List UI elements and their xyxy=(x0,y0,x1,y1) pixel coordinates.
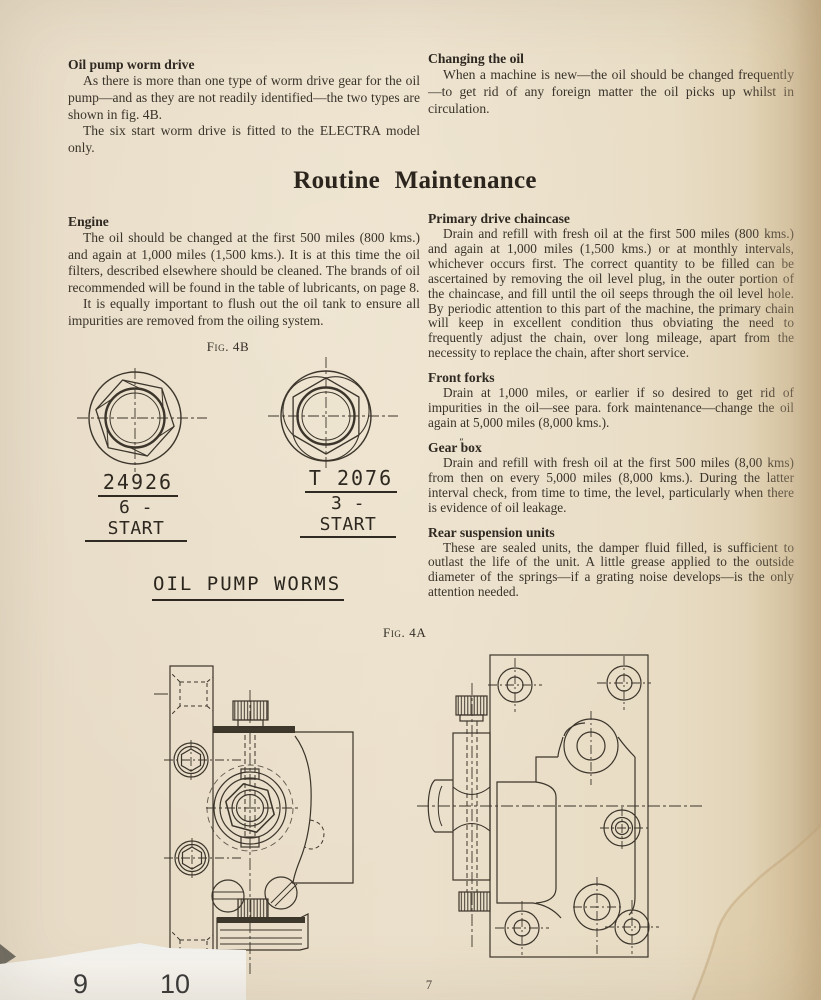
fig4a-caption: Fig. 4A xyxy=(383,625,427,640)
fig4b-right-start-label: 3 - START xyxy=(300,493,396,538)
page-title: Routine Maintenance xyxy=(293,167,537,194)
scale-number-10: 10 xyxy=(160,969,191,999)
intro-left-para1: As there is more than one type of worm d… xyxy=(68,73,420,122)
engine-para2: It is equally important to flush out the… xyxy=(68,296,420,328)
fig4b-right-part-number: T 2076 xyxy=(305,466,397,493)
rear-suspension-heading: Rear suspension units xyxy=(428,524,555,540)
gearbox-print-artifact: ″ xyxy=(459,436,464,447)
intro-left-para2: The six start worm drive is fitted to th… xyxy=(68,123,420,156)
page-number: 7 xyxy=(425,978,433,992)
rear-suspension-para: These are sealed units, the damper fluid… xyxy=(428,539,794,600)
gearbox-para: Drain and refill with fresh oil at the f… xyxy=(428,454,794,515)
fig4b-left-start-label: 6 - START xyxy=(85,497,187,542)
engine-heading: Engine xyxy=(68,214,109,229)
gearbox-heading-text: Gear box xyxy=(428,439,482,455)
fig4b-worm-drawings xyxy=(77,357,398,472)
photo-scale-card: 9 10 xyxy=(0,943,246,1000)
fig4b-caption: Fig. 4B xyxy=(206,339,250,354)
intro-left-heading: Oil pump worm drive xyxy=(68,57,195,72)
oil-pump-worms-title-wrap: OIL PUMP WORMS xyxy=(152,573,345,601)
right-column: Primary drive chaincase Drain and refill… xyxy=(428,210,794,600)
intro-left-section: Oil pump worm drive As there is more tha… xyxy=(68,56,420,157)
intro-right-heading: Changing the oil xyxy=(428,51,524,66)
fig4b-left-part-number: 24926 xyxy=(98,470,178,497)
gearbox-heading: Gear box″ xyxy=(428,437,794,456)
primary-chaincase-para: Drain and refill with fresh oil at the f… xyxy=(428,226,794,361)
oil-pump-worms-title: OIL PUMP WORMS xyxy=(152,573,345,601)
engine-para1: The oil should be changed at the first 5… xyxy=(68,230,420,295)
fig4a-pump-side-view-drawing xyxy=(154,665,354,979)
primary-chaincase-heading: Primary drive chaincase xyxy=(428,211,570,226)
front-forks-para: Drain at 1,000 miles, or earlier if so d… xyxy=(428,385,794,430)
intro-right-para1: When a machine is new—the oil should be … xyxy=(428,67,794,116)
scale-number-9: 9 xyxy=(73,969,89,999)
engine-section: Engine The oil should be changed at the … xyxy=(68,213,420,330)
fig4a-pump-face-view-drawing xyxy=(417,654,705,958)
intro-right-section: Changing the oil When a machine is new—t… xyxy=(428,50,794,117)
front-forks-heading: Front forks xyxy=(428,370,495,386)
